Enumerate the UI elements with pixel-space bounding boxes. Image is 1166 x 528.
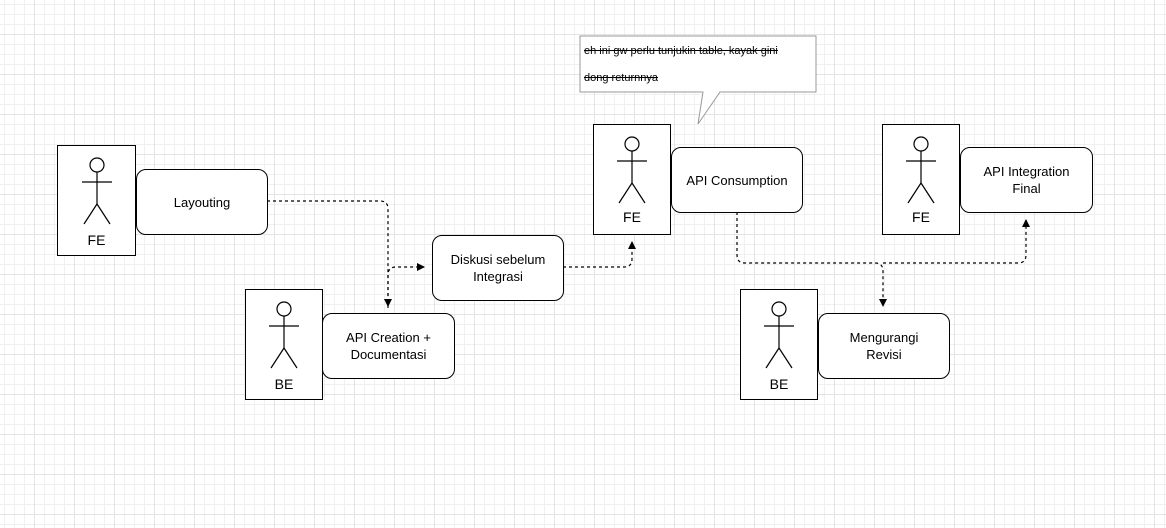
stick-figure-icon bbox=[906, 136, 936, 204]
actor-label: FE bbox=[87, 232, 106, 248]
stick-figure-icon bbox=[81, 157, 112, 225]
actor-label: BE bbox=[274, 376, 294, 392]
node-mengurangi-revisi[interactable]: Mengurangi Revisi bbox=[818, 313, 950, 379]
note-callout-shape bbox=[579, 35, 817, 125]
stick-figure-icon bbox=[269, 301, 299, 369]
connector-api-creation-to-diskusi bbox=[387, 263, 425, 308]
connector-api-consumption-to-mengurangi-revisi bbox=[736, 212, 887, 307]
actor-fe-2: FE bbox=[593, 124, 671, 235]
actor-label: FE bbox=[623, 209, 641, 225]
note-text[interactable]: eh ini gw perlu tunjukin table, kayak gi… bbox=[584, 45, 778, 84]
stick-figure-icon bbox=[764, 301, 794, 369]
actor-be-2: BE bbox=[740, 289, 818, 400]
node-api-consumption[interactable]: API Consumption bbox=[671, 147, 803, 213]
actor-label: FE bbox=[912, 209, 930, 225]
node-layouting[interactable]: Layouting bbox=[136, 169, 268, 235]
node-diskusi[interactable]: Diskusi sebelum Integrasi bbox=[432, 235, 564, 301]
actor-fe-1: FE bbox=[57, 145, 136, 256]
node-api-creation[interactable]: API Creation + Documentasi bbox=[322, 313, 455, 379]
actor-label: BE bbox=[769, 376, 789, 392]
actor-fe-3: FE bbox=[882, 124, 960, 235]
actor-be-1: BE bbox=[245, 289, 323, 400]
node-api-integration-final[interactable]: API Integration Final bbox=[960, 147, 1093, 213]
stick-figure-icon bbox=[617, 136, 647, 204]
connector-diskusi-to-fe-2 bbox=[563, 241, 636, 268]
